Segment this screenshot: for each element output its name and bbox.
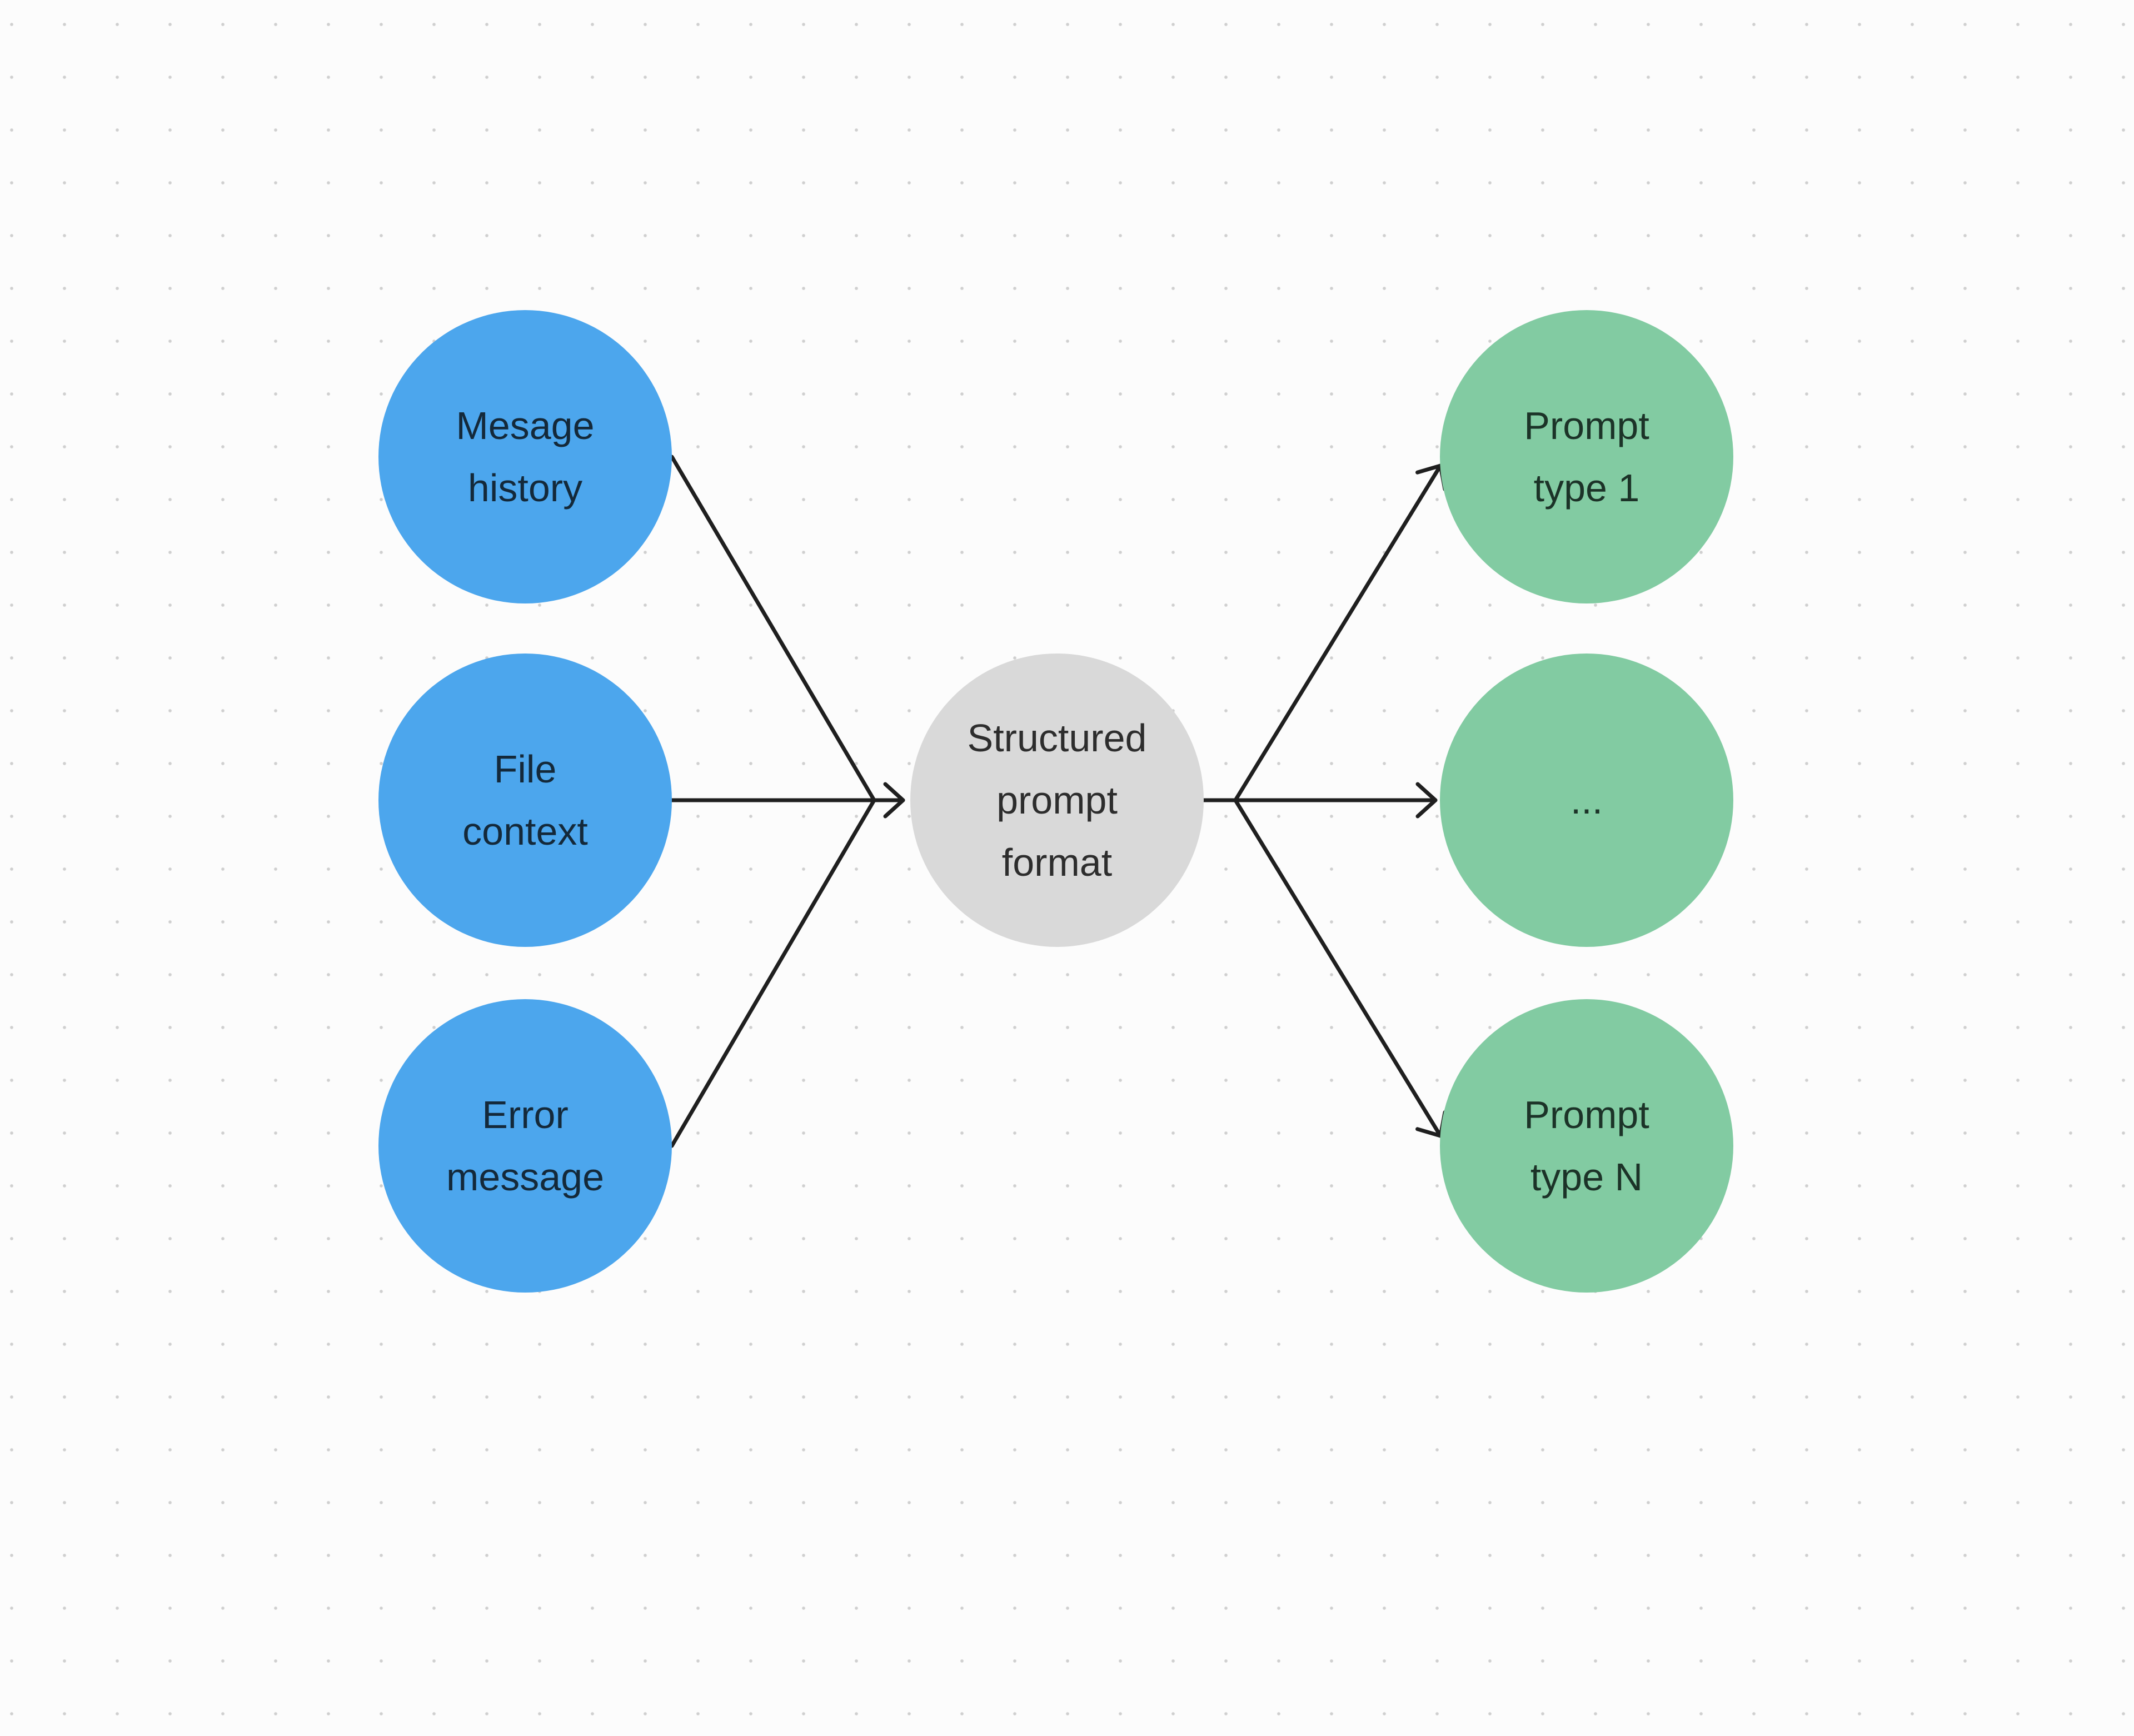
node-label-structured-prompt-format-line-2: prompt: [996, 779, 1118, 822]
node-label-prompt-type-1-line-2: type 1: [1534, 466, 1640, 510]
node-label-error-message-line-1: Error: [482, 1093, 569, 1136]
connector-error-message-to-junction[interactable]: [670, 798, 876, 1148]
node-label-file-context-line-2: context: [462, 810, 588, 853]
node-prompt-type-1[interactable]: Prompt type 1: [1440, 310, 1733, 603]
node-circle-structured-prompt-format[interactable]: [910, 654, 1204, 947]
node-structured-prompt-format[interactable]: Structured prompt format: [910, 654, 1204, 947]
node-message-history[interactable]: Mesage history: [378, 310, 672, 603]
node-label-structured-prompt-format-line-3: format: [1002, 841, 1112, 884]
node-circle-error-message[interactable]: [378, 999, 672, 1293]
node-circle-file-context[interactable]: [378, 654, 672, 947]
connector-junction-to-prompt-type-n[interactable]: [1233, 798, 1447, 1138]
node-label-error-message-line-2: message: [446, 1155, 604, 1199]
node-label-prompt-type-n-line-1: Prompt: [1524, 1093, 1649, 1136]
node-label-prompt-type-n-line-2: type N: [1530, 1155, 1643, 1199]
node-circle-prompt-type-1[interactable]: [1440, 310, 1733, 603]
node-file-context[interactable]: File context: [378, 654, 672, 947]
connector-message-history-to-junction[interactable]: [670, 455, 876, 802]
node-error-message[interactable]: Error message: [378, 999, 672, 1293]
node-prompt-type-n[interactable]: Prompt type N: [1440, 999, 1733, 1293]
node-label-file-context-line-1: File: [494, 747, 557, 791]
node-label-structured-prompt-format-line-1: Structured: [968, 716, 1147, 760]
node-circle-message-history[interactable]: [378, 310, 672, 603]
node-circle-prompt-type-ellipsis[interactable]: [1440, 654, 1733, 947]
connector-junction-to-prompt-type-1[interactable]: [1233, 463, 1447, 802]
node-circle-prompt-type-n[interactable]: [1440, 999, 1733, 1293]
node-label-prompt-type-1-line-1: Prompt: [1524, 404, 1649, 447]
node-prompt-type-ellipsis[interactable]: ...: [1440, 654, 1733, 947]
node-label-message-history-line-1: Mesage: [456, 404, 594, 447]
node-label-message-history-line-2: history: [468, 466, 582, 510]
node-label-prompt-type-ellipsis-line-1: ...: [1570, 779, 1603, 822]
